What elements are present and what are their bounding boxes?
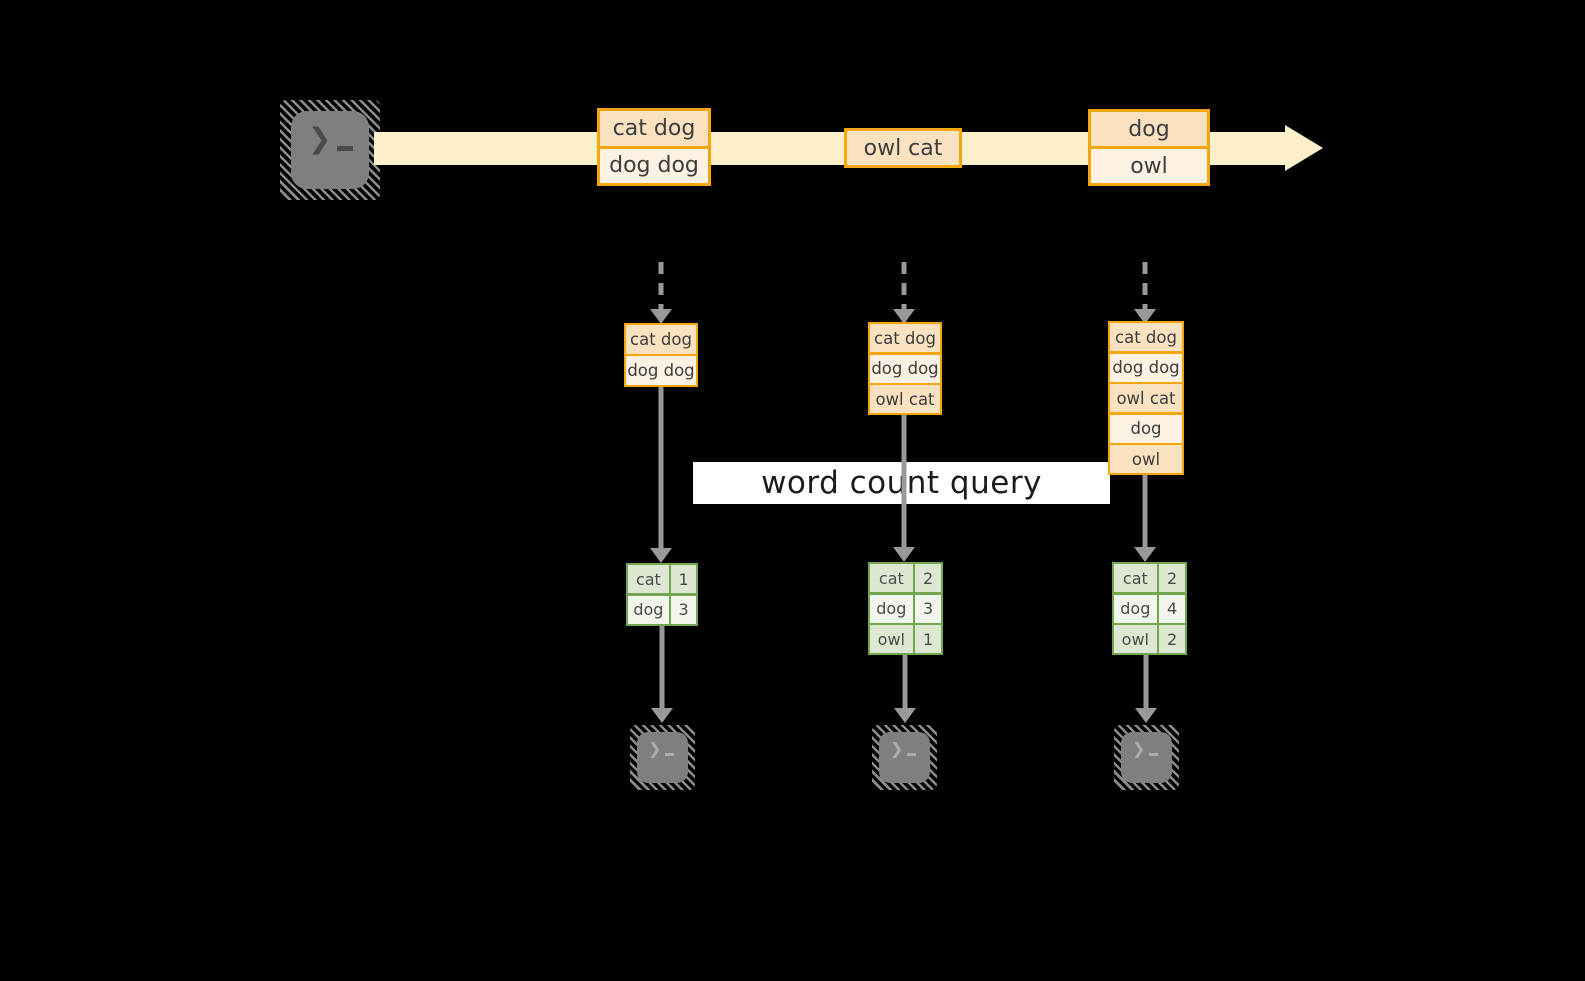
count-cell: 1 — [915, 625, 941, 653]
state-box-1: cat dog dog dog — [624, 323, 698, 387]
count-cell: 3 — [915, 594, 941, 623]
dashed-arrow-icon-3 — [1133, 262, 1157, 324]
prompt-underscore-icon — [665, 753, 675, 756]
state-row: dog dog — [1110, 353, 1182, 382]
prompt-chevron-icon: ❯ — [890, 739, 904, 758]
count-cell: 2 — [915, 564, 941, 592]
state-row: owl cat — [1110, 384, 1182, 412]
consumer-terminal-icon-2: ❯ — [872, 725, 937, 790]
terminal-body: ❯ — [1121, 732, 1172, 783]
terminal-body: ❯ — [879, 732, 930, 783]
state-row: cat dog — [1110, 323, 1182, 351]
word-cell: cat — [628, 565, 669, 594]
prompt-underscore-icon — [337, 146, 354, 151]
word-cell: cat — [870, 564, 913, 592]
count-row: owl 1 — [870, 625, 941, 653]
state-row: owl cat — [870, 385, 940, 413]
count-table-3: cat 2 dog 4 owl 2 — [1112, 562, 1187, 655]
state-row: dog — [1110, 414, 1182, 443]
terminal-body: ❯ — [637, 732, 688, 783]
terminal-prompt-icon: ❯ — [890, 739, 917, 758]
flow-arrow-icon-6 — [1134, 655, 1158, 723]
prompt-underscore-icon — [907, 753, 917, 756]
event-row: owl cat — [847, 131, 959, 165]
count-cell: 2 — [1159, 625, 1185, 653]
event-row: dog dog — [600, 148, 708, 183]
terminal-prompt-icon: ❯ — [1132, 739, 1159, 758]
state-box-3: cat dog dog dog owl cat dog owl — [1108, 321, 1184, 475]
flow-arrow-icon-2 — [892, 415, 916, 562]
word-cell: owl — [870, 625, 913, 653]
source-terminal-icon: ❯ — [280, 100, 380, 200]
state-row: dog dog — [626, 356, 696, 385]
flow-arrow-icon-1 — [649, 387, 673, 563]
prompt-underscore-icon — [1149, 753, 1159, 756]
word-cell: owl — [1114, 625, 1157, 653]
event-row: cat dog — [600, 111, 708, 146]
event-row: dog — [1091, 112, 1207, 146]
count-row: cat 1 — [628, 565, 696, 594]
dashed-arrow-icon-1 — [649, 262, 673, 324]
word-cell: dog — [870, 594, 913, 623]
prompt-chevron-icon: ❯ — [308, 122, 332, 155]
state-box-2: cat dog dog dog owl cat — [868, 322, 942, 415]
count-table-1: cat 1 dog 3 — [626, 563, 698, 626]
terminal-body: ❯ — [291, 111, 369, 189]
stream-event-box-3: dog owl — [1088, 109, 1210, 186]
state-row: cat dog — [870, 324, 940, 352]
stream-event-box-2: owl cat — [844, 128, 962, 168]
count-cell: 3 — [671, 595, 696, 624]
count-row: cat 2 — [1114, 564, 1185, 592]
flow-arrow-icon-4 — [650, 626, 674, 723]
terminal-prompt-icon: ❯ — [308, 122, 354, 155]
dashed-arrow-icon-2 — [892, 262, 916, 324]
count-cell: 1 — [671, 565, 696, 594]
word-cell: dog — [1114, 594, 1157, 623]
count-table-2: cat 2 dog 3 owl 1 — [868, 562, 943, 655]
prompt-chevron-icon: ❯ — [1132, 739, 1146, 758]
consumer-terminal-icon-1: ❯ — [630, 725, 695, 790]
state-row: dog dog — [870, 354, 940, 383]
count-cell: 2 — [1159, 564, 1185, 592]
count-cell: 4 — [1159, 594, 1185, 623]
flow-arrow-icon-3 — [1133, 475, 1157, 562]
stream-arrowhead-icon — [1285, 125, 1323, 171]
state-row: owl — [1110, 445, 1182, 473]
event-row: owl — [1091, 149, 1207, 183]
count-row: owl 2 — [1114, 625, 1185, 653]
count-row: dog 3 — [628, 595, 696, 624]
stream-event-box-1: cat dog dog dog — [597, 108, 711, 186]
count-row: cat 2 — [870, 564, 941, 592]
count-row: dog 3 — [870, 594, 941, 623]
count-row: dog 4 — [1114, 594, 1185, 623]
flow-arrow-icon-5 — [893, 655, 917, 723]
consumer-terminal-icon-3: ❯ — [1114, 725, 1179, 790]
word-cell: cat — [1114, 564, 1157, 592]
terminal-prompt-icon: ❯ — [648, 739, 675, 758]
state-row: cat dog — [626, 325, 696, 354]
prompt-chevron-icon: ❯ — [648, 739, 662, 758]
word-cell: dog — [628, 595, 669, 624]
